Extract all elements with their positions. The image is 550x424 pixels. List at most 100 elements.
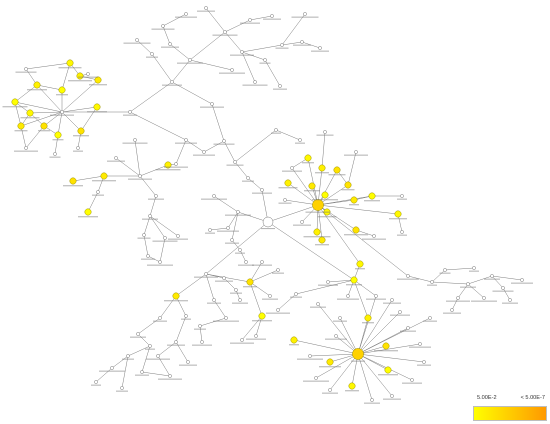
network-node[interactable]: [443, 268, 447, 272]
network-node[interactable]: [334, 334, 338, 338]
network-node[interactable]: [210, 102, 214, 106]
network-node[interactable]: [418, 342, 422, 346]
network-node[interactable]: [323, 130, 327, 134]
network-node[interactable]: [400, 230, 404, 234]
network-node[interactable]: [326, 358, 334, 366]
network-node[interactable]: [490, 274, 494, 278]
network-node[interactable]: [260, 260, 264, 264]
network-node[interactable]: [350, 196, 358, 204]
network-node[interactable]: [212, 194, 216, 198]
network-node[interactable]: [240, 338, 244, 342]
network-node[interactable]: [77, 127, 85, 135]
network-node[interactable]: [224, 316, 228, 320]
network-node[interactable]: [223, 30, 227, 34]
network-node[interactable]: [422, 360, 426, 364]
network-node[interactable]: [158, 316, 162, 320]
network-node[interactable]: [300, 220, 304, 224]
network-node[interactable]: [128, 110, 132, 114]
network-node[interactable]: [84, 208, 92, 216]
network-node[interactable]: [188, 58, 192, 62]
network-node[interactable]: [93, 103, 101, 111]
network-node[interactable]: [120, 386, 124, 390]
network-node[interactable]: [501, 286, 505, 290]
network-node[interactable]: [86, 72, 90, 76]
network-node[interactable]: [254, 334, 258, 338]
network-node[interactable]: [11, 98, 19, 106]
network-node[interactable]: [278, 84, 282, 88]
network-node[interactable]: [168, 42, 172, 46]
network-node[interactable]: [410, 378, 414, 382]
network-node[interactable]: [318, 164, 326, 172]
network-node[interactable]: [290, 166, 294, 170]
network-node[interactable]: [150, 52, 154, 56]
network-node[interactable]: [270, 14, 274, 18]
network-node[interactable]: [238, 298, 242, 302]
network-node[interactable]: [374, 294, 378, 298]
network-node[interactable]: [318, 236, 326, 244]
network-node[interactable]: [304, 154, 312, 162]
network-node[interactable]: [186, 360, 190, 364]
network-node[interactable]: [390, 298, 394, 302]
network-node[interactable]: [233, 160, 237, 164]
network-node[interactable]: [274, 128, 278, 132]
network-node[interactable]: [313, 228, 321, 236]
network-node[interactable]: [364, 314, 372, 322]
network-node[interactable]: [138, 174, 142, 178]
network-node[interactable]: [170, 80, 174, 84]
network-node[interactable]: [400, 194, 404, 198]
network-node[interactable]: [198, 324, 202, 328]
network-node[interactable]: [66, 59, 74, 67]
network-node[interactable]: [382, 342, 390, 350]
network-node[interactable]: [142, 233, 146, 237]
network-node[interactable]: [184, 138, 188, 142]
network-node[interactable]: [24, 146, 28, 150]
network-node[interactable]: [450, 308, 454, 312]
network-node[interactable]: [326, 280, 330, 284]
network-node[interactable]: [161, 24, 165, 28]
network-node[interactable]: [148, 344, 152, 348]
network-node[interactable]: [246, 278, 254, 286]
network-node[interactable]: [352, 348, 364, 360]
network-node[interactable]: [202, 150, 206, 154]
network-node[interactable]: [344, 181, 352, 189]
network-node[interactable]: [321, 191, 329, 199]
network-node[interactable]: [126, 354, 130, 358]
network-node[interactable]: [314, 376, 318, 380]
network-node[interactable]: [96, 190, 100, 194]
network-node[interactable]: [276, 308, 280, 312]
network-node[interactable]: [268, 294, 272, 298]
network-node[interactable]: [248, 18, 252, 22]
network-node[interactable]: [212, 298, 216, 302]
network-node[interactable]: [69, 177, 77, 185]
network-node[interactable]: [133, 138, 137, 142]
network-node[interactable]: [184, 12, 188, 16]
network-node[interactable]: [230, 238, 234, 242]
network-node[interactable]: [230, 68, 234, 72]
network-node[interactable]: [238, 248, 242, 252]
network-node[interactable]: [370, 398, 374, 402]
network-node[interactable]: [17, 122, 25, 130]
network-node[interactable]: [482, 296, 486, 300]
network-node[interactable]: [244, 260, 248, 264]
network-node[interactable]: [508, 298, 512, 302]
network-node[interactable]: [184, 314, 188, 318]
network-node[interactable]: [240, 50, 244, 54]
network-node[interactable]: [168, 374, 172, 378]
network-node[interactable]: [135, 38, 139, 42]
network-node[interactable]: [140, 370, 144, 374]
network-node[interactable]: [94, 380, 98, 384]
network-node[interactable]: [222, 276, 226, 280]
network-node[interactable]: [100, 172, 108, 180]
network-node[interactable]: [328, 388, 332, 392]
network-node[interactable]: [308, 354, 312, 358]
network-node[interactable]: [53, 152, 57, 156]
network-node[interactable]: [276, 268, 280, 272]
network-node[interactable]: [58, 86, 66, 94]
network-node[interactable]: [253, 80, 257, 84]
network-node[interactable]: [316, 302, 320, 306]
network-node[interactable]: [24, 67, 28, 71]
network-node[interactable]: [406, 326, 410, 330]
network-node[interactable]: [110, 366, 114, 370]
network-node[interactable]: [430, 280, 434, 284]
network-node[interactable]: [290, 336, 298, 344]
